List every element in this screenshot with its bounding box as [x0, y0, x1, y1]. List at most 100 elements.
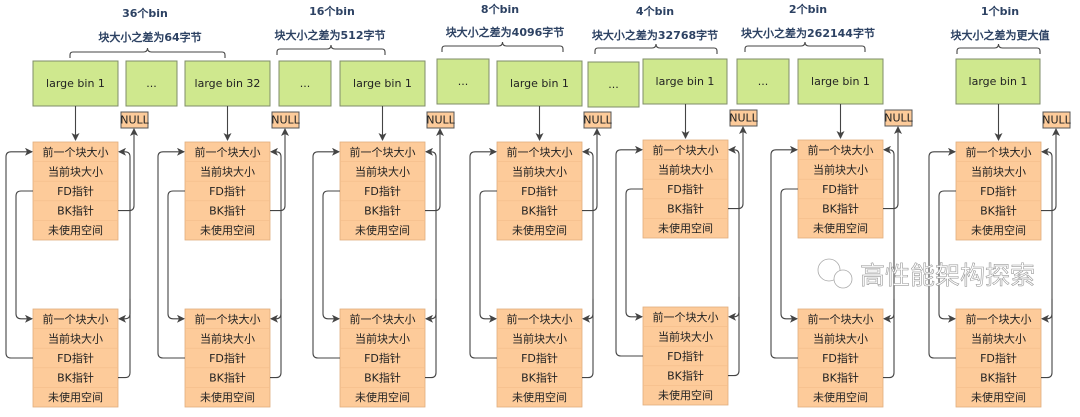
chunk-field-label: 当前块大小: [48, 164, 103, 178]
null-label: NULL: [583, 114, 612, 127]
large-bin-label: ...: [146, 77, 157, 90]
chunk-field-label: 未使用空间: [971, 223, 1026, 237]
malloc-chunk: [642, 139, 729, 239]
large-bin-label: ...: [300, 77, 311, 90]
malloc-chunk: [339, 308, 426, 408]
malloc-chunk: [496, 141, 583, 241]
chunk-field-label: FD指针: [822, 182, 859, 196]
large-bin-box: [736, 58, 790, 105]
curly-brace: [956, 43, 1041, 54]
chunk-field-label: 前一个块大小: [43, 145, 109, 159]
chunk-field-label: 前一个块大小: [507, 145, 573, 159]
chunk-field-label: 未使用空间: [48, 223, 103, 237]
curly-brace: [441, 41, 564, 52]
chunk-field-label: BK指针: [980, 371, 1017, 385]
size-diff-label: 块大小之差为512字节: [275, 28, 386, 42]
bin-count-label: 2个bin: [789, 2, 827, 16]
bin-count-label: 4个bin: [636, 4, 674, 18]
chunk-field-label: 当前块大小: [512, 164, 567, 178]
chunk-field-label: BK指针: [57, 204, 94, 218]
large-bin-label: ...: [758, 75, 769, 88]
malloc-chunk: [32, 308, 119, 408]
bin-count-label: 8个bin: [481, 2, 519, 16]
chunk-field-label: 前一个块大小: [350, 145, 416, 159]
bk-link-arrow: [582, 298, 594, 323]
large-bin-box: [278, 60, 332, 107]
large-bin-label: large bin 1: [969, 75, 1028, 88]
chunk-field-label: FD指针: [980, 351, 1017, 365]
chunk-field-label: 前一个块大小: [43, 312, 109, 326]
null-label: NULL: [884, 112, 913, 125]
bk-to-null-arrow: [118, 128, 138, 212]
curly-brace: [594, 43, 718, 54]
chunk-field-label: FD指针: [209, 351, 246, 365]
bk-link-arrow: [1041, 147, 1053, 379]
chunk-field-label: 未使用空间: [971, 390, 1026, 404]
chunk-field-label: FD指针: [980, 184, 1017, 198]
fd-link-arrow: [167, 190, 185, 323]
chunk-field-label: 当前块大小: [200, 331, 255, 345]
chunk-field-label: BK指针: [822, 371, 859, 385]
malloc-chunk: [184, 141, 271, 241]
chunk-field-label: FD指针: [822, 351, 859, 365]
chunk-field-label: 当前块大小: [971, 331, 1026, 345]
large-bin-label: large bin 1: [353, 77, 412, 90]
bk-link-arrow: [270, 147, 282, 379]
chunk-field-label: 未使用空间: [355, 390, 410, 404]
chunk-field-label: BK指针: [521, 371, 558, 385]
size-diff-label: 块大小之差为更大值: [951, 28, 1050, 42]
chunk-field-label: FD指针: [364, 184, 401, 198]
chunk-field-label: 当前块大小: [658, 162, 713, 176]
malloc-chunk: [496, 308, 583, 408]
bin-count-label: 1个bin: [981, 4, 1019, 18]
bk-link-arrow: [883, 145, 895, 379]
fd-link-arrow: [780, 188, 798, 323]
chunk-field-label: 前一个块大小: [507, 312, 573, 326]
chunk-field-label: 前一个块大小: [808, 143, 874, 157]
size-diff-label: 块大小之差为64字节: [98, 30, 201, 44]
large-bin-box: [125, 60, 178, 107]
large-bin-label: large bin 1: [656, 75, 715, 88]
chunk-field-label: 前一个块大小: [195, 312, 261, 326]
watermark-text: 高性能架构探索: [860, 261, 1035, 290]
bk-link-arrow: [270, 298, 282, 323]
chunk-field-label: 未使用空间: [658, 388, 713, 402]
chunk-field-label: BK指针: [521, 204, 558, 218]
large-bin-box: [184, 60, 271, 107]
fd-link-arrow: [157, 147, 185, 359]
null-label: NULL: [729, 112, 758, 125]
chunk-field-label: BK指针: [364, 204, 401, 218]
chunk-field-label: 当前块大小: [48, 331, 103, 345]
large-bin-label: large bin 1: [811, 75, 870, 88]
malloc-chunk: [797, 139, 884, 239]
bk-to-null-arrow: [883, 126, 902, 210]
size-diff-label: 块大小之差为262144字节: [741, 26, 875, 40]
chunk-field-label: 未使用空间: [512, 223, 567, 237]
curly-brace: [276, 44, 386, 55]
bk-link-arrow: [1041, 298, 1053, 323]
large-bin-box: [587, 61, 640, 108]
fd-link-arrow: [938, 190, 956, 323]
bin-count-label: 36个bin: [122, 6, 168, 20]
null-label: NULL: [120, 114, 149, 127]
chunk-field-label: BK指针: [209, 371, 246, 385]
chunk-field-label: 未使用空间: [813, 221, 868, 235]
chunk-field-label: 未使用空间: [658, 221, 713, 235]
chunk-field-label: 前一个块大小: [808, 312, 874, 326]
chunk-field-label: BK指针: [57, 371, 94, 385]
chunk-field-label: 前一个块大小: [966, 145, 1032, 159]
chunk-field-label: 当前块大小: [512, 331, 567, 345]
bk-link-arrow: [425, 147, 437, 379]
chunk-field-label: 前一个块大小: [653, 143, 719, 157]
bk-link-arrow: [728, 145, 740, 377]
fd-link-arrow: [625, 188, 643, 321]
large-bin-box: [32, 60, 119, 107]
chunk-field-label: 前一个块大小: [195, 145, 261, 159]
fd-link-arrow: [479, 190, 497, 323]
bk-to-null-arrow: [728, 126, 747, 210]
bk-to-null-arrow: [425, 128, 444, 212]
chunk-field-label: 未使用空间: [200, 390, 255, 404]
fd-link-arrow: [469, 147, 497, 359]
chunk-field-label: 当前块大小: [813, 331, 868, 345]
